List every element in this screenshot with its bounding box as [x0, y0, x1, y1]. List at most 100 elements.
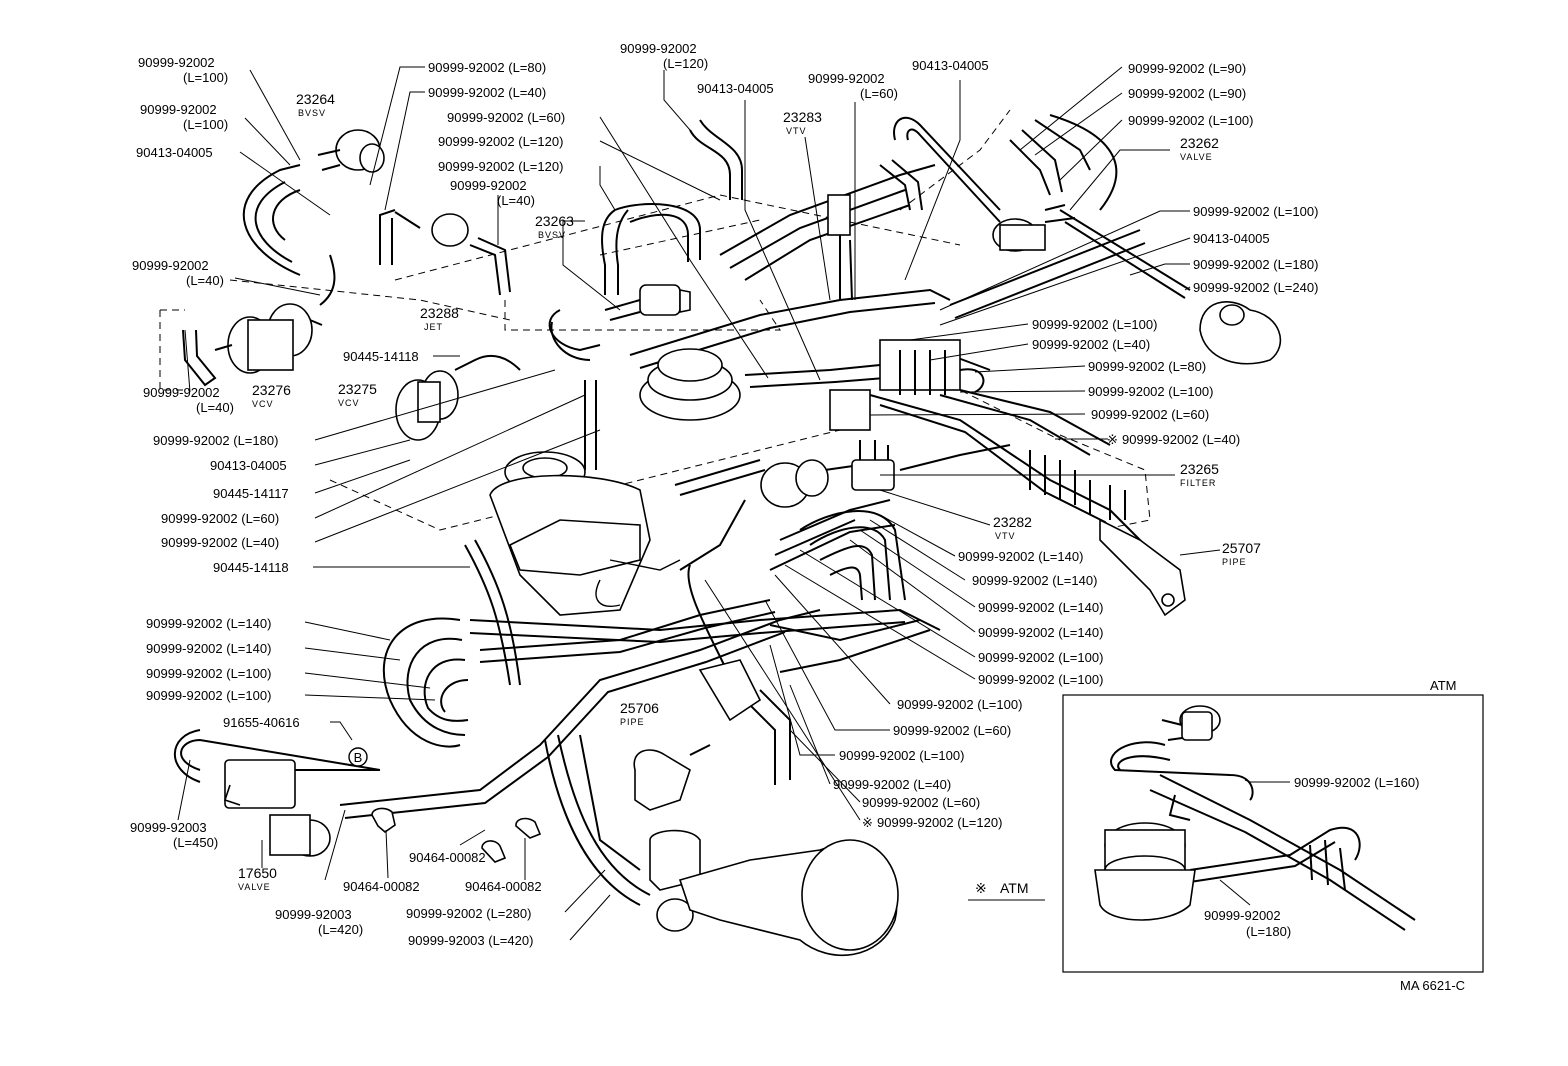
- callout-c60: 90999-92002 (L=160): [1294, 775, 1419, 790]
- callout-c15: 90413-04005: [912, 58, 989, 73]
- part-23265: 23265: [1180, 461, 1219, 477]
- callout-c46: 90999-92002 (L=280): [406, 906, 531, 921]
- part-23282: 23282: [993, 514, 1032, 530]
- callout-c28: 90999-92002 (L=40): [1122, 432, 1240, 447]
- group-outlines: [159, 109, 1151, 531]
- vtv-23283-part: [827, 194, 853, 301]
- part-23288: 23288: [420, 305, 459, 321]
- vtv-23282-part: [760, 459, 829, 508]
- part-23262-name: VALVE: [1180, 152, 1213, 162]
- callout-c29: 90445-14118: [343, 349, 419, 364]
- callout-c58: 90999-92002 (L=60): [862, 795, 980, 810]
- callout-c39: 90999-92002 (L=100): [146, 688, 271, 703]
- marker-b: B: [348, 747, 368, 767]
- diaphragm-top-right-part: [1199, 301, 1282, 365]
- inset-title: ATM: [1430, 678, 1456, 693]
- callout-c5b: (L=40): [196, 400, 234, 415]
- callout-c28-mark: ※: [1107, 432, 1118, 447]
- callout-c43: 90464-00082: [343, 879, 420, 894]
- atm-inset: ATM: [1062, 678, 1484, 973]
- callout-c30: 90999-92002 (L=180): [153, 433, 278, 448]
- inset-bvsv-part: [1161, 705, 1221, 741]
- atm-note: ※ ATM: [968, 880, 1045, 901]
- inset-diaphragm-part: [1094, 822, 1196, 921]
- part-17650: 17650: [238, 865, 277, 881]
- part-23263: 23263: [535, 213, 574, 229]
- callout-c2b: (L=100): [183, 117, 228, 132]
- callout-c45: 90464-00082: [465, 879, 542, 894]
- part-25706-name: PIPE: [620, 717, 645, 727]
- part-23264-name: BVSV: [298, 108, 326, 118]
- callout-c47: 90999-92003 (L=420): [408, 933, 533, 948]
- callout-c3: 90413-04005: [136, 145, 213, 160]
- callout-c32: 90445-14117: [213, 486, 289, 501]
- callout-c1: 90999-92002: [138, 55, 215, 70]
- callout-c41: 90999-92003: [130, 820, 207, 835]
- callout-c4b: (L=40): [186, 273, 224, 288]
- callout-c33: 90999-92002 (L=60): [161, 511, 279, 526]
- callout-c31: 90413-04005: [210, 458, 287, 473]
- callout-c24: 90999-92002 (L=40): [1032, 337, 1150, 352]
- callout-c8: 90999-92002 (L=60): [447, 110, 565, 125]
- air-cleaner-part: [639, 348, 741, 421]
- callout-c40: 91655-40616: [223, 715, 300, 730]
- part-23263-name: BVSV: [538, 230, 566, 240]
- callout-c12: 90999-92002: [620, 41, 697, 56]
- callout-c51: 90999-92002 (L=140): [978, 625, 1103, 640]
- callout-c36: 90999-92002 (L=140): [146, 616, 271, 631]
- part-25707: 25707: [1222, 540, 1261, 556]
- callout-c44: 90464-00082: [409, 850, 486, 865]
- callout-c16: 90999-92002 (L=90): [1128, 61, 1246, 76]
- part-23282-name: VTV: [995, 531, 1016, 541]
- atm-note-text: ATM: [1000, 880, 1029, 896]
- callout-c26: 90999-92002 (L=100): [1088, 384, 1213, 399]
- atm-note-symbol: ※: [975, 880, 987, 896]
- callout-c14b: (L=60): [860, 86, 898, 101]
- vcv-23276-part: [214, 303, 323, 374]
- bvsv-23264-part: [317, 129, 385, 173]
- valve-23262-part: [992, 204, 1076, 252]
- callout-c52: 90999-92002 (L=100): [978, 650, 1103, 665]
- carburetor-part: [489, 451, 681, 616]
- callout-c18: 90999-92002 (L=100): [1128, 113, 1253, 128]
- callout-c6: 90999-92002 (L=80): [428, 60, 546, 75]
- callout-c14: 90999-92002: [808, 71, 885, 86]
- callout-c41b: (L=450): [173, 835, 218, 850]
- part-23275-name: VCV: [338, 398, 360, 408]
- pipe-bracket-25707-part: [1029, 450, 1186, 617]
- callout-c55: 90999-92002 (L=60): [893, 723, 1011, 738]
- callout-c57: 90999-92002 (L=40): [833, 777, 951, 792]
- callout-c11b: (L=40): [497, 193, 535, 208]
- callout-c19: 90999-92002 (L=100): [1193, 204, 1318, 219]
- part-23276-name: VCV: [252, 399, 274, 409]
- part-17650-name: VALVE: [238, 882, 271, 892]
- bvsv-23263-part: [604, 284, 691, 321]
- callout-c25: 90999-92002 (L=80): [1088, 359, 1206, 374]
- drawing-code: MA 6621-C: [1400, 978, 1465, 993]
- callout-c2: 90999-92002: [140, 102, 217, 117]
- callout-c49: 90999-92002 (L=140): [972, 573, 1097, 588]
- jet-23288-part: [431, 213, 469, 247]
- callout-c10: 90999-92002 (L=120): [438, 159, 563, 174]
- callout-c17: 90999-92002 (L=90): [1128, 86, 1246, 101]
- callout-c12b: (L=120): [663, 56, 708, 71]
- callout-c1b: (L=100): [183, 70, 228, 85]
- part-23276: 23276: [252, 382, 291, 398]
- part-23265-name: FILTER: [1180, 478, 1216, 488]
- callout-c59-mark: ※: [862, 815, 873, 830]
- callout-c56: 90999-92002 (L=100): [839, 748, 964, 763]
- callout-c13: 90413-04005: [697, 81, 774, 96]
- part-23262: 23262: [1180, 135, 1219, 151]
- svg-text:B: B: [354, 750, 363, 765]
- callout-c20: 90413-04005: [1193, 231, 1270, 246]
- callout-c42: 90999-92003: [275, 907, 352, 922]
- part-labels: 23264 BVSV 23283 VTV 23262 VALVE 23263 B…: [238, 91, 1261, 892]
- callout-c61b: (L=180): [1246, 924, 1291, 939]
- callout-c23: 90999-92002 (L=100): [1032, 317, 1157, 332]
- callout-c38: 90999-92002 (L=100): [146, 666, 271, 681]
- valve-17650-part: [223, 759, 331, 857]
- part-23283-name: VTV: [786, 126, 807, 136]
- part-23275: 23275: [338, 381, 377, 397]
- callout-c9: 90999-92002 (L=120): [438, 134, 563, 149]
